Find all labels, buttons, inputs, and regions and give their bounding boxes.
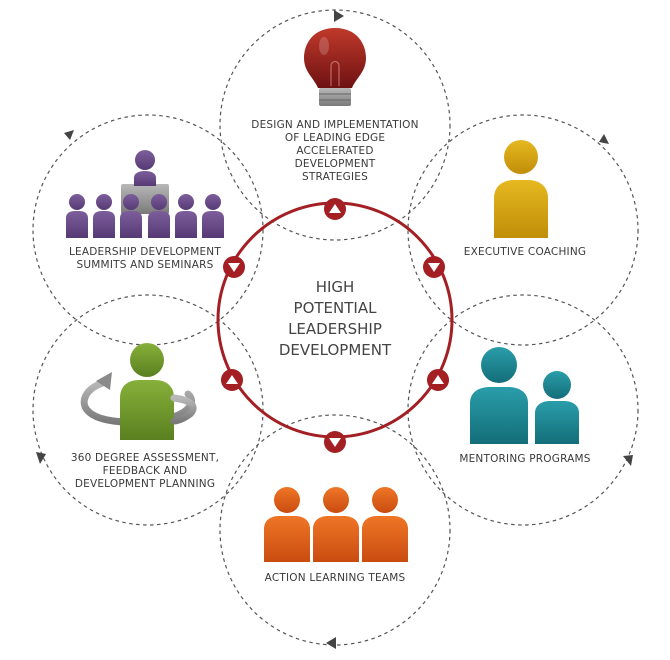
center-title: HIGH POTENTIAL LEADERSHIP DEVELOPMENT: [235, 277, 435, 361]
label-design: DESIGN AND IMPLEMENTATION OF LEADING EDG…: [235, 119, 435, 184]
center-title-line: DEVELOPMENT: [278, 341, 392, 359]
label-line: DEVELOPMENT: [294, 158, 376, 170]
label-line: DESIGN AND IMPLEMENTATION: [251, 119, 419, 131]
flow-arrow-top: [334, 10, 344, 22]
audience-presenter-icon: [66, 150, 224, 238]
flow-arrow-bottom: [326, 637, 336, 649]
ring-markers: [221, 198, 449, 453]
flow-arrow-lower-right: [623, 455, 633, 466]
center-title-line: HIGH: [315, 278, 355, 296]
flow-arrow-upper-right: [599, 134, 609, 144]
circle-mentoring: [407, 294, 639, 526]
lightbulb-icon: [304, 28, 366, 106]
center-title-line: POTENTIAL: [293, 299, 377, 317]
flow-arrows: [36, 10, 633, 649]
label-line: SUMMITS AND SEMINARS: [76, 259, 214, 271]
label-line: EXECUTIVE COACHING: [463, 246, 587, 258]
ring-marker-lower-right: [427, 369, 449, 391]
label-line: OF LEADING EDGE: [284, 132, 386, 144]
ring-marker-top: [324, 198, 346, 220]
label-line: MENTORING PROGRAMS: [459, 453, 591, 465]
label-action: ACTION LEARNING TEAMS: [245, 572, 425, 585]
label-assessment: 360 DEGREE ASSESSMENT, FEEDBACK AND DEVE…: [55, 452, 235, 491]
circle-assessment: [32, 294, 264, 526]
team-icon: [264, 487, 408, 562]
rotating-person-icon: [80, 343, 197, 440]
circle-coaching: [407, 114, 639, 346]
label-summits: LEADERSHIP DEVELOPMENT SUMMITS AND SEMIN…: [45, 246, 245, 272]
label-line: STRATEGIES: [302, 171, 368, 183]
label-line: DEVELOPMENT PLANNING: [74, 478, 216, 490]
label-coaching: EXECUTIVE COACHING: [440, 246, 610, 259]
ring-marker-upper-left: [223, 256, 245, 278]
label-line: LEADERSHIP DEVELOPMENT: [69, 246, 221, 258]
mentor-pair-icon: [470, 347, 579, 444]
flow-arrow-upper-left: [64, 130, 74, 140]
ring-marker-upper-right: [423, 256, 445, 278]
ring-marker-lower-left: [221, 369, 243, 391]
ring-marker-bottom: [324, 431, 346, 453]
center-title-line: LEADERSHIP: [288, 320, 382, 338]
label-line: FEEDBACK AND: [102, 465, 188, 477]
single-person-icon: [494, 140, 548, 238]
label-mentoring: MENTORING PROGRAMS: [440, 453, 610, 466]
flow-arrow-lower-left: [36, 452, 46, 464]
circle-action: [219, 414, 451, 646]
outer-circles: [32, 9, 639, 646]
label-line: ACCELERATED: [296, 145, 374, 157]
label-line: 360 DEGREE ASSESSMENT,: [70, 452, 220, 464]
circle-design: [219, 9, 451, 241]
circle-summits: [32, 114, 264, 346]
label-line: ACTION LEARNING TEAMS: [264, 572, 406, 584]
